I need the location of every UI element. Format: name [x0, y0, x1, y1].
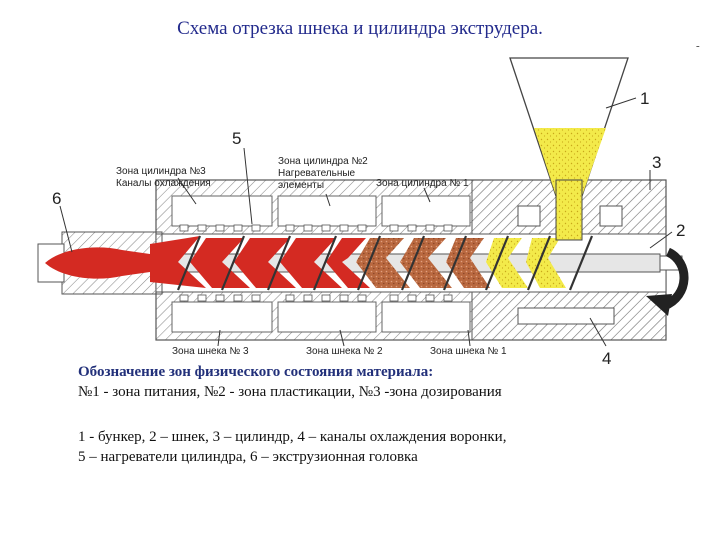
- label-screw-zone1: Зона шнека № 1: [430, 346, 507, 357]
- callout-6: 6: [52, 189, 61, 208]
- label-barrel-zone1: Зона цилиндра № 1: [376, 178, 469, 189]
- callout-3: 3: [652, 153, 661, 172]
- label-screw-zone3: Зона шнека № 3: [172, 346, 249, 357]
- callout-1: 1: [640, 89, 649, 108]
- description-line-2: 5 – нагреватели цилиндра, 6 – экструзион…: [78, 449, 418, 465]
- description-line-1: 1 - бункер, 2 – шнек, 3 – цилиндр, 4 – к…: [78, 429, 507, 445]
- label-heating-elements-1: Нагревательные: [278, 168, 356, 179]
- label-heating-elements-2: элементы: [278, 180, 324, 191]
- corner-mark: -: [696, 40, 700, 52]
- zones-legend: Обозначение зон физического состояния ма…: [78, 362, 698, 402]
- rotation-arrow-icon: [646, 247, 689, 316]
- label-barrel-zone2: Зона цилиндра №2: [278, 156, 368, 167]
- callout-4: 4: [602, 349, 611, 368]
- callout-2: 2: [676, 221, 685, 240]
- legend-zones: №1 - зона питания, №2 - зона пластикации…: [78, 384, 502, 400]
- label-cooling-channels: Каналы охлаждения: [116, 178, 211, 189]
- legend-heading: Обозначение зон физического состояния ма…: [78, 364, 434, 380]
- hopper: [509, 57, 629, 241]
- parts-description: 1 - бункер, 2 – шнек, 3 – цилиндр, 4 – к…: [78, 427, 698, 467]
- callout-5: 5: [232, 129, 241, 148]
- label-screw-zone2: Зона шнека № 2: [306, 346, 383, 357]
- screw: [150, 235, 683, 291]
- leader-lines: [59, 97, 673, 347]
- diagram-title: Схема отрезка шнека и цилиндра экструдер…: [177, 18, 543, 39]
- label-barrel-zone3: Зона цилиндра №3: [116, 166, 206, 177]
- extrusion-head: [37, 231, 163, 295]
